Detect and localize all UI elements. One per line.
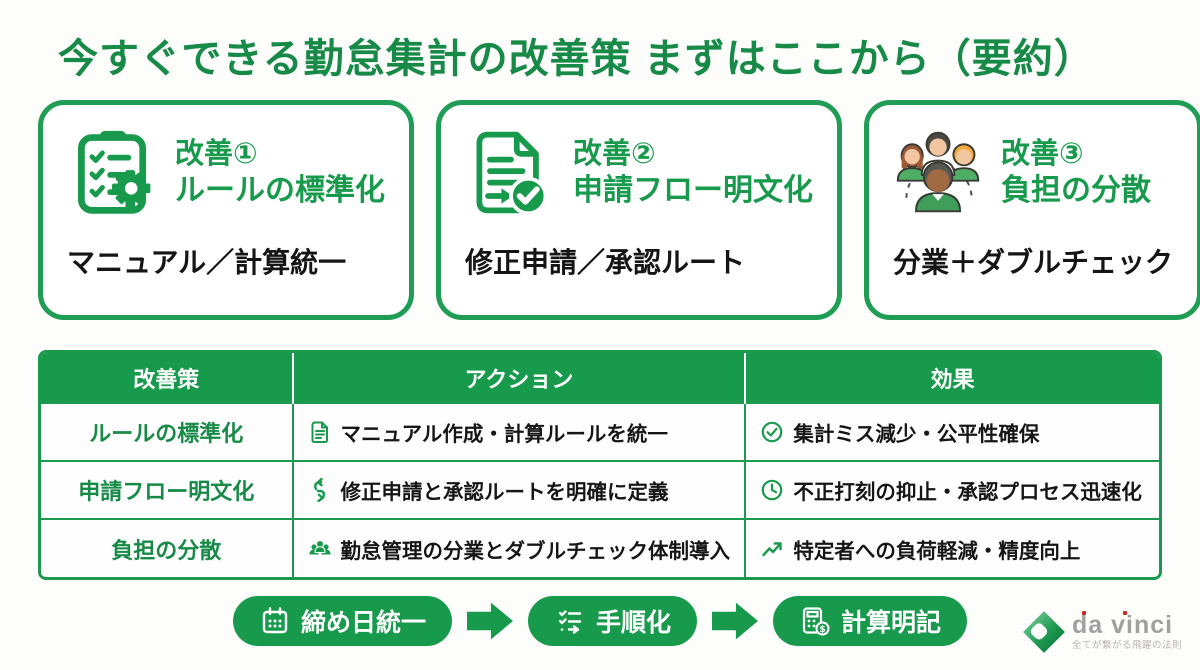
action-text: 勤怠管理の分業とダブルチェック体制導入 [340, 539, 731, 563]
calendar-icon [259, 605, 291, 637]
flow-step-label: 計算明記 [841, 609, 942, 637]
brand-logo: da vinci 全てが繋がる飛躍の法則 [1022, 610, 1182, 654]
card-titles: 改善② 申請フロー明文化 [573, 136, 813, 210]
card-rule-standardization: 改善① ルールの標準化 マニュアル／計算統一 [38, 100, 414, 320]
card-head: 改善③ 負担の分散 [893, 127, 1173, 219]
card-body-text: 修正申請／承認ルート [465, 247, 746, 278]
card-application-flow: 改善② 申請フロー明文化 修正申請／承認ルート [436, 100, 842, 320]
effect-text: 不正打刻の抑止・承認プロセス迅速化 [793, 481, 1142, 504]
brand-dot [1081, 611, 1086, 615]
trend-up-icon [760, 537, 784, 561]
header-action: アクション [291, 353, 746, 403]
table-row: ルールの標準化 マニュアル作成・計算ルールを統一 [41, 402, 1159, 461]
card-titles: 改善③ 負担の分散 [1001, 136, 1151, 210]
action-text: マニュアル作成・計算ルールを統一 [340, 423, 668, 446]
flow-arrow-icon [712, 602, 758, 640]
card-label: 改善① [175, 138, 258, 171]
flow-step-label: 手順化 [595, 609, 671, 637]
measure-cell: 申請フロー明文化 [41, 460, 293, 519]
team-icon [893, 127, 985, 219]
effect-cell: 不正打刻の抑止・承認プロセス迅速化 [744, 460, 1159, 519]
brand-dot [1122, 611, 1127, 615]
card-heading: ルールの標準化 [175, 174, 385, 208]
summary-cards: 改善① ルールの標準化 マニュアル／計算統一 [38, 100, 1200, 320]
people-icon [308, 537, 332, 561]
card-body-text: 分業＋ダブルチェック [893, 247, 1174, 278]
flow-step-deadline: 締め日統一 [232, 596, 452, 646]
header-measure: 改善策 [41, 353, 293, 403]
route-arrows-icon [308, 477, 332, 503]
card-body-text: マニュアル／計算統一 [67, 247, 347, 278]
effect-cell: 集計ミス減少・公平性確保 [744, 402, 1159, 461]
checklist-icon [554, 605, 586, 637]
card-label: 改善② [573, 138, 656, 171]
table-header-row: 改善策 アクション 効果 [41, 353, 1159, 403]
clock-icon [760, 478, 784, 502]
action-cell: マニュアル作成・計算ルールを統一 [291, 402, 746, 461]
document-approve-icon [465, 127, 557, 219]
effect-text: 特定者への負荷軽減・精度向上 [793, 539, 1081, 563]
effect-cell: 特定者への負荷軽減・精度向上 [744, 518, 1159, 577]
measure-cell: 負担の分散 [41, 518, 293, 577]
summary-table: 改善策 アクション 効果 ルールの標準化 [38, 350, 1162, 580]
calculator-icon: $ [799, 605, 831, 637]
card-head: 改善② 申請フロー明文化 [465, 127, 813, 219]
svg-text:$: $ [819, 625, 825, 635]
measure-cell: ルールの標準化 [41, 402, 293, 461]
action-cell: 勤怠管理の分業とダブルチェック体制導入 [291, 518, 746, 577]
flow-arrow-icon [466, 602, 513, 640]
document-icon [308, 420, 332, 444]
card-head: 改善① ルールの標準化 [67, 127, 385, 219]
flow-step-label: 締め日統一 [300, 609, 426, 637]
card-load-distribution: 改善③ 負担の分散 分業＋ダブルチェック [864, 100, 1200, 320]
flow-step-procedure: 手順化 [527, 596, 697, 646]
card-titles: 改善① ルールの標準化 [175, 136, 385, 210]
effect-text: 集計ミス減少・公平性確保 [793, 423, 1040, 446]
flow-step-calculation: $ 計算明記 [773, 596, 968, 646]
table-row: 申請フロー明文化 修正申請と承認ルートを明確に定義 [41, 460, 1159, 519]
card-heading: 負担の分散 [1001, 174, 1151, 208]
brand-name: da vinci [1071, 611, 1174, 640]
brand-tagline: 全てが繋がる飛躍の法則 [1071, 640, 1182, 652]
card-label: 改善③ [1001, 138, 1084, 171]
card-heading: 申請フロー明文化 [573, 174, 813, 208]
process-flow: 締め日統一 手順化 [0, 596, 1200, 646]
table-row: 負担の分散 勤怠管理の分業とダブルチェック体制導入 [41, 518, 1159, 577]
action-text: 修正申請と承認ルートを明確に定義 [340, 481, 669, 504]
check-circle-icon [760, 420, 784, 444]
page-title: 今すぐできる勤怠集計の改善策 まずはここから（要約） [58, 37, 1095, 81]
diamond-logo-icon [1022, 610, 1066, 654]
clipboard-gear-icon [67, 127, 159, 219]
logo-text: da vinci 全てが繋がる飛躍の法則 [1071, 611, 1182, 652]
header-effect: 効果 [744, 353, 1159, 403]
action-cell: 修正申請と承認ルートを明確に定義 [291, 460, 746, 519]
